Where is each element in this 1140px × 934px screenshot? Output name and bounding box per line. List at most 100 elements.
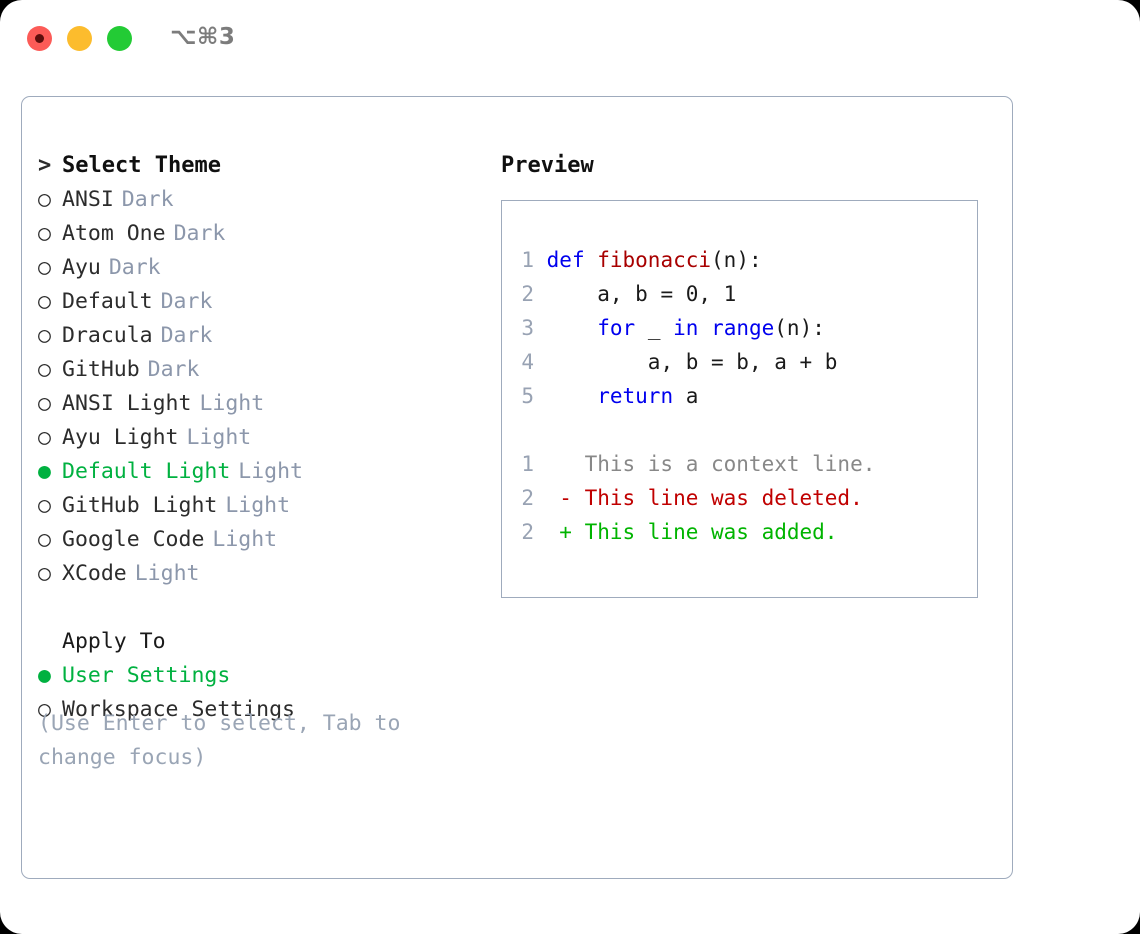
theme-option[interactable]: ○ Atom One Dark (38, 217, 458, 251)
theme-option[interactable]: ○ Default Dark (38, 285, 458, 319)
diff-line-number: 2 (521, 486, 534, 510)
apply-to-option-list: ● User Settings ○Workspace Settings (38, 659, 458, 727)
code-token: a, b = b, a + b (546, 350, 838, 374)
theme-variant-tag: Light (199, 391, 265, 416)
close-button[interactable] (27, 26, 52, 51)
theme-option[interactable]: ○ Ayu Light Light (38, 421, 458, 455)
radio-selected-icon: ● (38, 459, 51, 484)
theme-option-label: Ayu (62, 255, 101, 280)
theme-option[interactable]: ● Default Light Light (38, 455, 458, 489)
apply-to-marker-placeholder: ○ (38, 625, 62, 659)
list-spacer (38, 591, 458, 625)
select-theme-heading: > Select Theme (38, 149, 458, 183)
theme-variant-tag: Dark (108, 255, 161, 280)
radio-unselected-icon: ○ (38, 187, 51, 212)
keyboard-shortcut-label: ⌥⌘3 (170, 24, 236, 50)
title-bar: ⌥⌘3 (0, 0, 1140, 78)
code-gutter-space (534, 248, 547, 272)
apply-to-option[interactable]: ● User Settings (38, 659, 458, 693)
code-line: 1 def fibonacci(n): (520, 243, 875, 277)
theme-variant-tag: Dark (160, 323, 213, 348)
prompt-caret-icon: > (38, 153, 52, 178)
code-token: in (673, 316, 699, 340)
code-line-number: 2 (521, 282, 534, 306)
radio-unselected-icon: ○ (38, 425, 51, 450)
diff-line-number: 2 (521, 520, 534, 544)
code-line-number: 3 (521, 316, 534, 340)
code-token: (n): (711, 248, 762, 272)
code-token: (n): (774, 316, 825, 340)
radio-selected-icon: ● (38, 663, 51, 688)
radio-unselected-icon: ○ (38, 527, 51, 552)
diff-line-text: - This line was deleted. (534, 486, 863, 510)
code-token: return (597, 384, 674, 408)
code-line-number: 5 (521, 384, 534, 408)
theme-option-label: Dracula (62, 323, 153, 348)
theme-option[interactable]: ○ Ayu Dark (38, 251, 458, 285)
diff-line: 2 + This line was added. (520, 515, 875, 549)
theme-option-label: Ayu Light (62, 425, 179, 450)
theme-variant-tag: Dark (121, 187, 174, 212)
close-icon (35, 34, 44, 43)
code-token (698, 316, 711, 340)
theme-option[interactable]: ○ XCode Light (38, 557, 458, 591)
theme-option-label: ANSI Light (62, 391, 192, 416)
diff-line: 1 This is a context line. (520, 447, 875, 481)
theme-option-label: Atom One (62, 221, 166, 246)
diff-line-number: 1 (521, 452, 534, 476)
code-token: _ (635, 316, 674, 340)
diff-line-text: + This line was added. (534, 520, 838, 544)
theme-option[interactable]: ○ Google Code Light (38, 523, 458, 557)
code-token: range (711, 316, 775, 340)
radio-unselected-icon: ○ (38, 289, 51, 314)
diff-line-text: This is a context line. (534, 452, 876, 476)
radio-unselected-icon: ○ (38, 221, 51, 246)
theme-option-label: Default Light (62, 459, 231, 484)
theme-variant-tag: Dark (147, 357, 200, 382)
apply-to-heading: ○Apply To (38, 625, 458, 659)
code-gutter-space (534, 316, 547, 340)
select-theme-heading-label: Select Theme (62, 153, 221, 178)
theme-option-label: Default (62, 289, 153, 314)
code-line: 5 return a (520, 379, 875, 413)
help-text: (Use Enter to select, Tab to change focu… (38, 711, 401, 770)
theme-variant-tag: Light (238, 459, 304, 484)
theme-variant-tag: Dark (173, 221, 226, 246)
radio-unselected-icon: ○ (38, 561, 51, 586)
diff-line: 2 - This line was deleted. (520, 481, 875, 515)
code-gutter-space (534, 350, 547, 374)
theme-variant-tag: Light (134, 561, 200, 586)
apply-to-label: Apply To (62, 629, 166, 654)
apply-to-option[interactable]: ○Workspace Settings (38, 693, 458, 727)
code-gutter-space (534, 384, 547, 408)
code-token: a (673, 384, 699, 408)
theme-option-label: Google Code (62, 527, 205, 552)
radio-unselected-icon: ○ (38, 493, 51, 518)
code-token: def (546, 248, 598, 272)
theme-variant-tag: Dark (160, 289, 213, 314)
code-line: 4 a, b = b, a + b (520, 345, 875, 379)
code-token: a, b = 0, 1 (546, 282, 737, 306)
theme-variant-tag: Light (212, 527, 278, 552)
code-token (547, 384, 598, 408)
theme-option-label: XCode (62, 561, 127, 586)
minimize-button[interactable] (67, 26, 92, 51)
code-token (547, 316, 598, 340)
code-line: 2 a, b = 0, 1 (520, 277, 875, 311)
apply-to-option-label: User Settings (62, 663, 231, 688)
code-blank-line (520, 413, 875, 447)
radio-unselected-icon: ○ (38, 255, 51, 280)
theme-variant-tag: Light (186, 425, 252, 450)
preview-title: Preview (501, 153, 594, 178)
maximize-button[interactable] (107, 26, 132, 51)
code-line-number: 4 (521, 350, 534, 374)
